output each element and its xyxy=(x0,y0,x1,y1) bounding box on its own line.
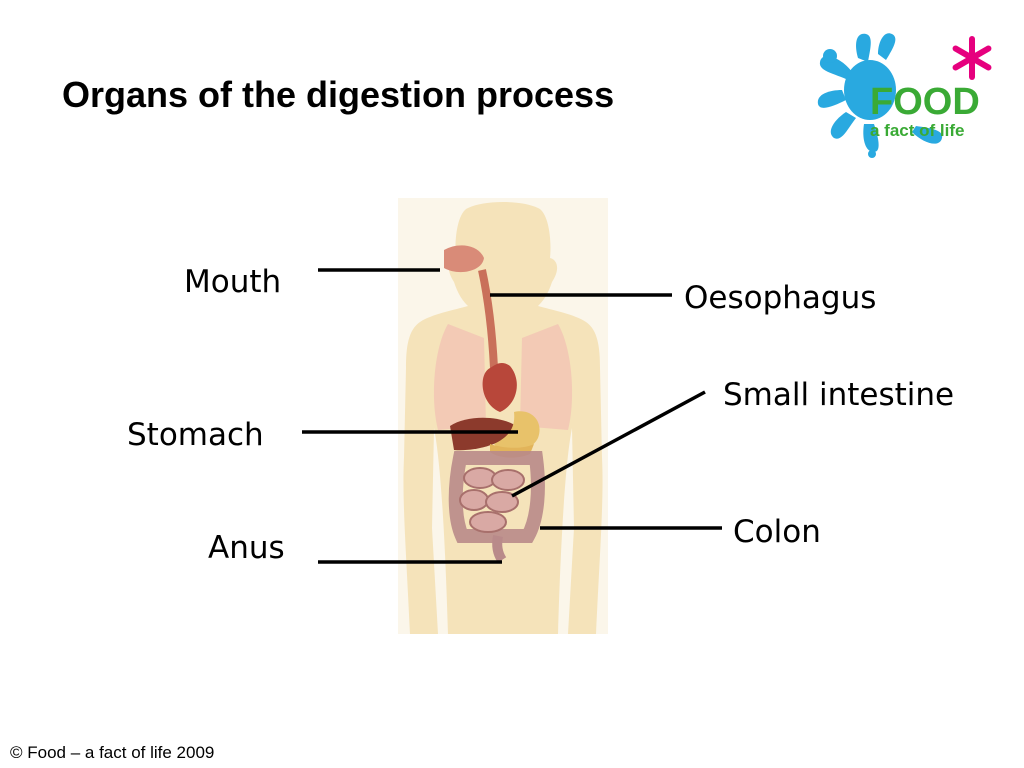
label-colon: Colon xyxy=(733,514,821,550)
label-anus: Anus xyxy=(208,530,285,566)
copyright-footer: © Food – a fact of life 2009 xyxy=(10,743,215,762)
label-mouth: Mouth xyxy=(184,264,282,300)
label-stomach: Stomach xyxy=(127,417,264,453)
digestive-system-illustration xyxy=(398,198,608,634)
logo-tagline: a fact of life xyxy=(870,121,964,140)
label-small-intestine: Small intestine xyxy=(723,377,955,413)
label-oesophagus: Oesophagus xyxy=(684,280,877,316)
food-a-fact-of-life-logo: FOOD a fact of life xyxy=(817,33,992,158)
star-icon xyxy=(952,36,992,80)
logo-word: FOOD xyxy=(870,81,980,123)
slide-title: Organs of the digestion process xyxy=(62,74,615,115)
